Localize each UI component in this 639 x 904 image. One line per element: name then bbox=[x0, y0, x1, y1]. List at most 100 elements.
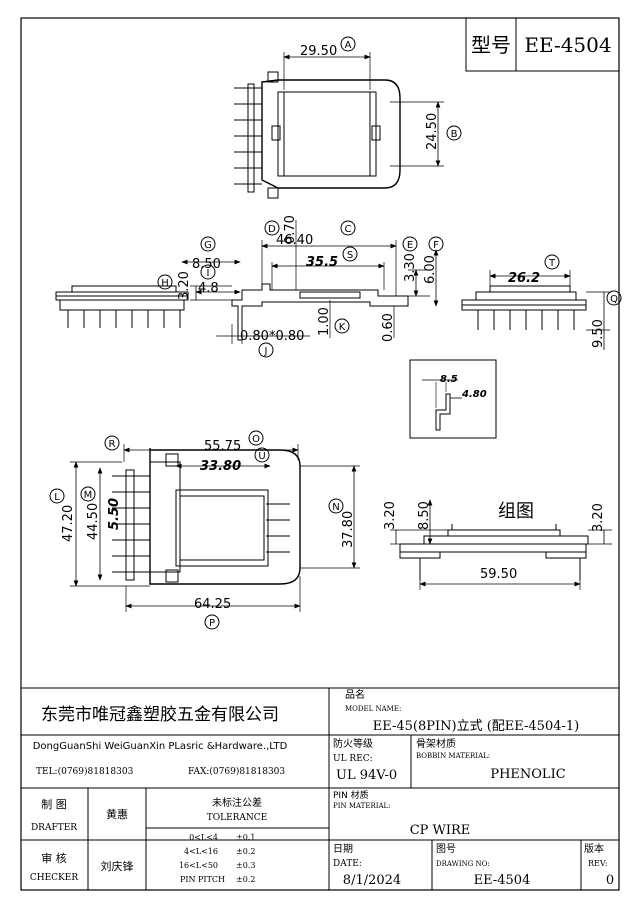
model-name-cn: 品名 bbox=[345, 688, 365, 701]
date-en: DATE: bbox=[333, 859, 362, 869]
label-s: S bbox=[347, 250, 353, 261]
label-k: K bbox=[339, 322, 346, 333]
assembly-view bbox=[390, 499, 612, 590]
label-j: J bbox=[264, 346, 268, 357]
label-o: O bbox=[252, 434, 260, 445]
tolerance-range-3: PIN PITCH bbox=[180, 875, 225, 884]
assy-dim-h3: 3.20 bbox=[591, 503, 606, 532]
date-cn: 日期 bbox=[333, 843, 353, 855]
assembly-label: 组图 bbox=[498, 501, 534, 522]
bobbin-value: PHENOLIC bbox=[490, 767, 565, 782]
label-c: C bbox=[345, 224, 352, 235]
dim-c-value: 46.40 bbox=[276, 233, 313, 248]
label-a: A bbox=[345, 40, 352, 51]
date-value: 8/1/2024 bbox=[343, 873, 401, 888]
dim-p-value: 64.25 bbox=[194, 597, 231, 612]
title-block bbox=[21, 687, 619, 890]
checker-name: 刘庆锋 bbox=[101, 859, 134, 873]
dim-d-value: 0.70 bbox=[283, 215, 298, 244]
label-b: B bbox=[451, 129, 458, 140]
dim-j-value: 0.80*0.80 bbox=[240, 329, 304, 344]
dim-k2-value: 0.60 bbox=[381, 313, 396, 342]
pin-material-en: PIN MATERIAL: bbox=[333, 802, 391, 810]
dim-o-value: 55.75 bbox=[204, 439, 241, 454]
drafter-cn: 制 图 bbox=[41, 798, 67, 811]
ul-rec-value: UL 94V-0 bbox=[336, 768, 397, 783]
dim-i-value: 4.8 bbox=[198, 281, 219, 296]
drafter-en: DRAFTER bbox=[31, 823, 77, 833]
side-view-pins bbox=[67, 310, 181, 328]
tolerance-range-2: 16<L<50 bbox=[179, 861, 218, 870]
end-view bbox=[461, 270, 610, 350]
tolerance-en: TOLERANCE bbox=[207, 813, 268, 823]
label-p: P bbox=[209, 618, 215, 629]
dim-e-value: 3.30 bbox=[403, 253, 418, 282]
label-h: H bbox=[161, 278, 169, 289]
dim-pitch-value: 5.50 bbox=[107, 498, 122, 530]
dim-n-value: 37.80 bbox=[341, 511, 356, 548]
company-name: 东莞市唯冠鑫塑胶五金有限公司 bbox=[41, 705, 279, 725]
rev-cn: 版本 bbox=[584, 842, 604, 855]
pin-detail bbox=[409, 359, 497, 439]
label-i: I bbox=[207, 268, 210, 279]
dim-t-value: 26.2 bbox=[508, 271, 540, 286]
label-f: F bbox=[433, 240, 439, 251]
tolerance-value-3: ±0.2 bbox=[236, 875, 255, 884]
tolerance-range-1: 4<L<16 bbox=[184, 847, 218, 856]
label-t: T bbox=[548, 258, 556, 269]
rev-value: 0 bbox=[606, 873, 614, 888]
top-view-pins bbox=[234, 83, 262, 193]
label-g: G bbox=[204, 240, 212, 251]
dim-h-value: 3.20 bbox=[177, 271, 192, 300]
tolerance-rows: 0<L<4 ±0.1 4<L<16 ±0.2 16<L<50 ±0.3 PIN … bbox=[179, 833, 256, 884]
tel: TEL:(0769)81818303 bbox=[36, 766, 134, 777]
label-q: Q bbox=[610, 294, 618, 305]
dim-b-value: 24.50 bbox=[425, 113, 440, 150]
dim-a-value: 29.50 bbox=[300, 44, 337, 59]
bobbin-en: BOBBIN MATERIAL: bbox=[416, 752, 490, 760]
dim-s-value: 35.5 bbox=[306, 255, 338, 270]
dim-q-value: 9.50 bbox=[591, 319, 606, 348]
checker-en: CHECKER bbox=[30, 873, 78, 883]
fax: FAX:(0769)81818303 bbox=[188, 766, 285, 777]
title-box-label: 型号 bbox=[471, 33, 511, 57]
tolerance-range-0: 0<L<4 bbox=[189, 833, 218, 842]
title-box-model: EE-4504 bbox=[524, 33, 611, 57]
title-box: 型号 EE-4504 bbox=[465, 17, 620, 72]
top-view bbox=[234, 52, 444, 199]
drafter-name: 黄惠 bbox=[106, 807, 128, 821]
ul-rec-en: UL REC: bbox=[333, 754, 373, 764]
label-r: R bbox=[109, 439, 116, 450]
drawing-no-en: DRAWING NO: bbox=[436, 860, 490, 868]
pin-material-value: CP WIRE bbox=[410, 823, 471, 838]
drawing-no-cn: 图号 bbox=[436, 843, 456, 855]
dim-k-value: 1.00 bbox=[317, 307, 332, 336]
side-view bbox=[55, 220, 439, 344]
tolerance-value-1: ±0.2 bbox=[236, 847, 255, 856]
dim-u-value: 33.80 bbox=[200, 459, 241, 474]
sheet-border bbox=[20, 17, 620, 891]
label-e: E bbox=[407, 240, 413, 251]
label-u: U bbox=[258, 451, 265, 462]
tolerance-value-0: ±0.1 bbox=[236, 833, 255, 842]
dim-f-value: 6.00 bbox=[423, 255, 438, 284]
label-m: M bbox=[84, 490, 93, 501]
drawing-no-value: EE-4504 bbox=[474, 873, 531, 888]
dim-l-value: 47.20 bbox=[61, 505, 76, 542]
model-name-value: EE-45(8PIN)立式 (配EE-4504-1) bbox=[373, 719, 579, 734]
detail-dim-2: 4.80 bbox=[461, 389, 487, 400]
end-view-pins bbox=[477, 310, 575, 330]
assy-dim-w: 59.50 bbox=[480, 567, 517, 582]
pin-material-cn: PIN 材质 bbox=[333, 789, 369, 801]
tolerance-cn: 未标注公差 bbox=[212, 796, 262, 809]
checker-cn: 审 核 bbox=[41, 851, 67, 865]
model-name-en: MODEL NAME: bbox=[345, 705, 401, 713]
dim-m-value: 44.50 bbox=[86, 503, 101, 540]
label-l: L bbox=[54, 492, 60, 503]
tolerance-value-2: ±0.3 bbox=[236, 861, 255, 870]
bobbin-cn: 骨架材质 bbox=[416, 737, 456, 750]
assy-dim-h1: 3.20 bbox=[383, 501, 398, 530]
detail-dim-1: 8.5 bbox=[440, 374, 458, 385]
ul-rec-cn: 防火等级 bbox=[333, 737, 373, 750]
